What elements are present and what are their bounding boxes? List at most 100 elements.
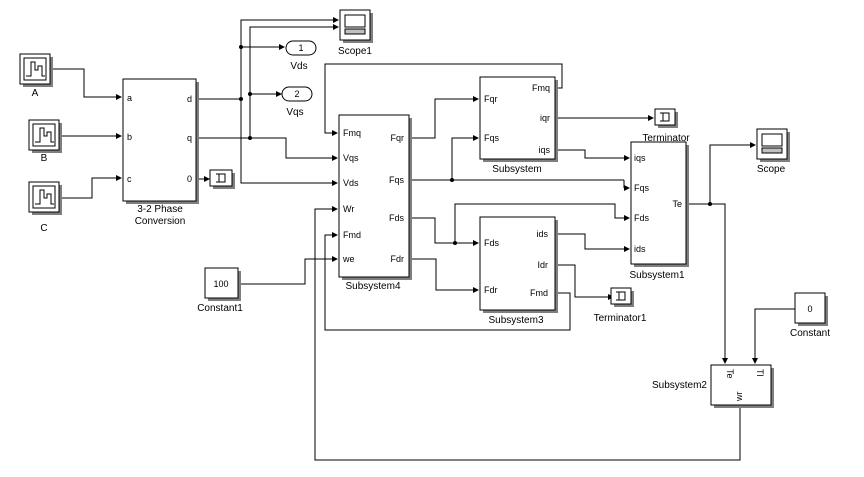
port-tl: Tl [755,369,765,377]
port-zero: 0 [187,174,192,184]
wire-constant1 [241,258,332,285]
source-block-c[interactable]: C [28,181,62,234]
port-we: we [342,254,355,264]
wire-fmd [324,234,571,331]
terminator-block[interactable]: Terminator [642,108,690,144]
subsystem4-block[interactable]: Fmq Vqs Vds Wr Fmd we Fqr Fqs Fds Fdr Su… [338,114,412,292]
wire-fdr [409,258,473,291]
port-d: d [187,94,192,104]
port-te: Te [672,199,682,209]
scope1-label: Scope1 [338,46,372,57]
port-fqs: Fqs [484,133,500,143]
wire-fds-sub1 [454,203,624,243]
wire-a [51,68,116,98]
subsystem-label: Subsystem [492,164,541,175]
scope-screen-icon [344,14,366,28]
constant1-value: 100 [213,279,228,289]
source-a-label: A [32,88,39,99]
terminator-label: Terminator [642,133,690,144]
source-block-a[interactable]: A [19,53,53,99]
source-c-label: C [40,223,47,234]
subsystem-block[interactable]: Fqr Fqs Fmq iqr iqs Subsystem [479,76,558,175]
constant1-block[interactable]: 100 Constant1 [197,267,243,314]
port-fds: Fds [484,238,500,248]
port-fds: Fds [634,213,650,223]
port-fds: Fds [389,213,405,223]
source-b-label: B [41,153,48,164]
port-a: a [127,93,132,103]
scope-block[interactable]: Scope [756,128,790,175]
subsystem1-block[interactable]: iqs Fqs Fds ids Te Subsystem1 [629,141,689,281]
phase-conversion-block[interactable]: a b c d q 0 3-2 Phase Conversion [122,78,199,227]
wire-q [196,137,332,159]
port-fmq: Fmq [343,128,361,138]
phase-conversion-label-2: Conversion [135,216,186,227]
wire-te-scope [686,144,750,205]
subsystem2-block[interactable]: Te Tl wr Subsystem2 [652,364,774,408]
wire-fqr [409,98,473,139]
port-fqs: Fqs [634,183,650,193]
port-ids: ids [536,229,548,239]
wire-c [51,177,116,199]
signal-lines [51,19,795,461]
port-fmd: Fmd [530,288,548,298]
outport-vqs[interactable]: 2 Vqs [281,86,313,118]
port-c: c [127,174,132,184]
wire-fmq [324,63,563,134]
scope-label: Scope [757,164,786,175]
terminator-icon [616,291,626,301]
port-b: b [127,132,132,142]
scope1-block[interactable]: Scope1 [338,9,373,57]
constant-label: Constant [790,328,830,339]
port-vds: Vds [343,178,359,188]
branch-points [239,45,712,245]
terminator1-label: Terminator1 [594,313,647,324]
wire-fqs-sub [451,137,473,180]
wire-d-scope1 [240,19,333,99]
constant1-label: Constant1 [197,303,243,314]
scope-screen-icon [761,133,783,147]
constant-value: 0 [807,304,812,314]
port-fqr: Fqr [391,133,405,143]
wire-wr [314,208,741,461]
signal-builder-icon [32,185,56,209]
terminator1-block[interactable]: Terminator1 [594,287,647,324]
port-q: q [187,133,192,143]
source-block-b[interactable]: B [28,119,62,164]
port-vqs: Vqs [343,153,359,163]
wire-iqs [555,149,624,159]
terminator-icon [216,173,226,183]
wire-d-subsystem4 [240,99,332,184]
wire-ids [555,233,624,250]
port-fdr: Fdr [391,254,405,264]
port-fqr: Fqr [484,94,498,104]
port-ids: ids [634,244,646,254]
port-iqr: iqr [540,113,550,123]
signal-builder-icon [23,57,47,81]
subsystem4-label: Subsystem4 [345,281,400,292]
subsystem3-label: Subsystem3 [488,315,543,326]
subsystem3-block[interactable]: Fds Fdr ids Idr Fmd Subsystem3 [479,216,558,326]
outport-vds-label: Vds [290,61,307,72]
outport-vds[interactable]: 1 Vds [285,40,317,72]
port-idr: Idr [537,260,548,270]
phase-conversion-label-1: 3-2 Phase [137,204,183,215]
wire-constant [754,308,795,358]
outport-vqs-number: 2 [294,89,299,99]
port-iqs: iqs [538,145,550,155]
port-wr: wr [734,392,744,403]
port-fmq: Fmq [532,83,550,93]
port-fdr: Fdr [484,285,498,295]
port-te: Te [725,369,735,379]
port-fqs: Fqs [389,175,405,185]
outport-vds-number: 1 [298,43,303,53]
outport-vqs-label: Vqs [286,107,303,118]
terminator0-block[interactable] [209,169,235,189]
constant-block[interactable]: 0 Constant [790,292,830,339]
port-fmd: Fmd [343,230,361,240]
arrowheads [116,17,758,364]
subsystem2-label: Subsystem2 [652,380,707,391]
signal-builder-icon [32,123,56,147]
wire-te-sub2 [710,203,726,358]
